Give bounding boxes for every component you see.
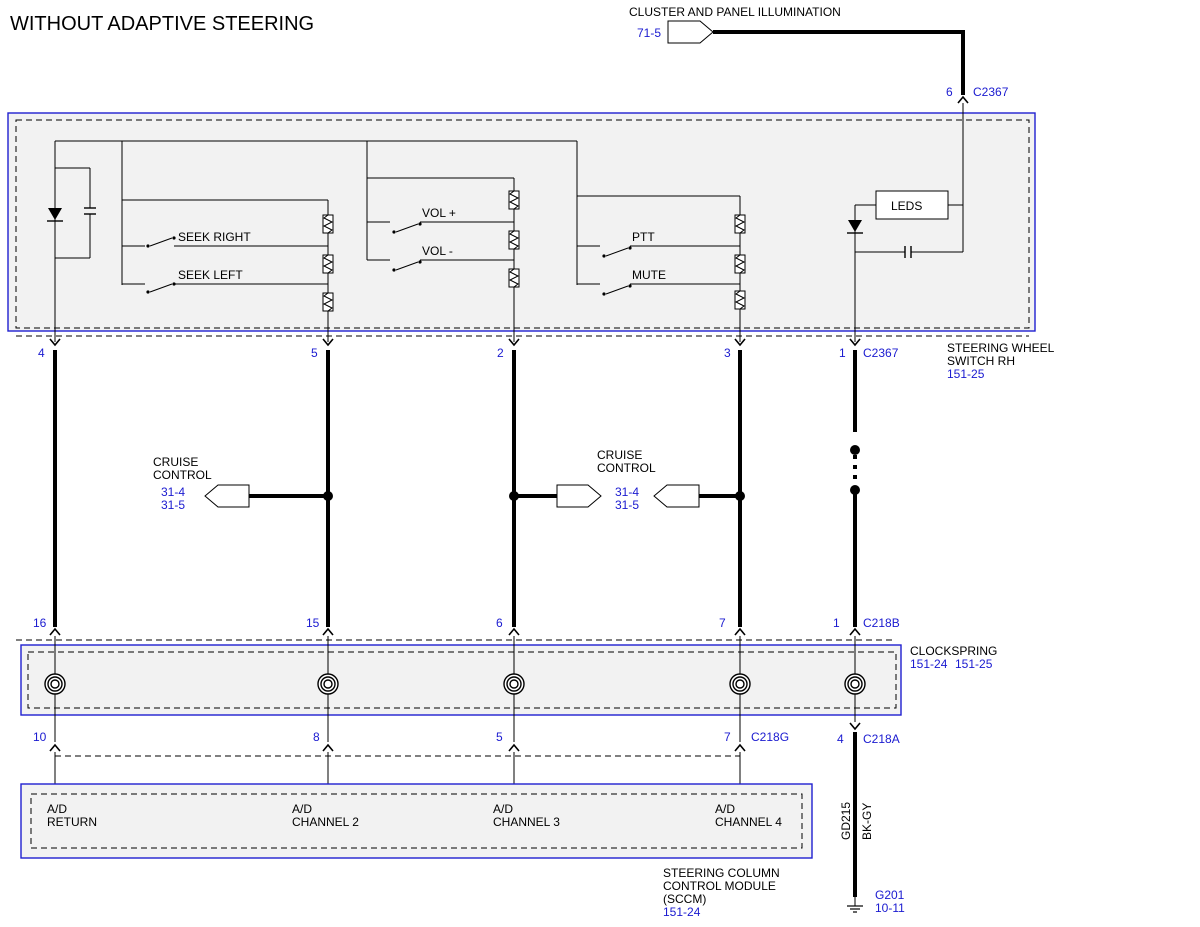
cruise-center-connector-shape xyxy=(556,484,602,508)
resistor-icon xyxy=(734,290,746,310)
resistor-icon xyxy=(322,292,334,312)
ground-wire-color: BK-GY xyxy=(860,803,874,840)
switch-connector-name: C2367 xyxy=(863,346,899,360)
illumination-label: CLUSTER AND PANEL ILLUMINATION xyxy=(629,5,841,19)
ground-icon xyxy=(847,897,863,913)
clockspring-pin-1: 1 xyxy=(833,616,840,630)
clockspring-bottom-pin-5: 5 xyxy=(496,730,503,744)
top-connector-pin: 6 xyxy=(946,85,953,99)
resistor-icon xyxy=(734,254,746,274)
clockspring-connector-a: C218A xyxy=(863,732,900,746)
cruise-right-line1: CRUISE xyxy=(597,448,642,462)
clockspring-coil-icon xyxy=(844,673,866,695)
sccm-box xyxy=(20,783,813,859)
switch-module-ref: 151-25 xyxy=(947,367,985,381)
switch-module-name-1: STEERING WHEEL xyxy=(947,341,1055,355)
resistor-icon xyxy=(508,268,520,288)
cruise-right-line2: CONTROL xyxy=(597,461,656,475)
clockspring-connector-g: C218G xyxy=(751,730,789,744)
sccm-input-3-line2: CHANNEL 3 xyxy=(493,815,560,829)
sccm-name-1: STEERING COLUMN xyxy=(663,866,780,880)
diagram-title: WITHOUT ADAPTIVE STEERING xyxy=(10,13,314,35)
sccm-ref: 151-24 xyxy=(663,905,701,919)
vol-down-label: VOL - xyxy=(422,244,453,258)
clockspring-top-connector: C218B xyxy=(863,616,900,630)
diode-icon xyxy=(48,208,62,220)
sccm-input-1-line2: RETURN xyxy=(47,815,97,829)
clockspring-coil-icon xyxy=(44,673,66,695)
top-connector-name: C2367 xyxy=(973,85,1009,99)
sccm-name-3: (SCCM) xyxy=(663,892,706,906)
cruise-left-ref1: 31-4 xyxy=(161,485,185,499)
sccm-input-4-line2: CHANNEL 4 xyxy=(715,815,782,829)
clockspring-name: CLOCKSPRING xyxy=(910,644,997,658)
clockspring-pin-15: 15 xyxy=(306,616,320,630)
sccm-input-2-line2: CHANNEL 2 xyxy=(292,815,359,829)
resistor-icon xyxy=(322,254,334,274)
clockspring-ref2: 151-25 xyxy=(955,657,993,671)
ground-name: G201 xyxy=(875,888,905,902)
top-connector-symbol xyxy=(957,96,969,104)
resistor-icon xyxy=(322,214,334,234)
seek-left-label: SEEK LEFT xyxy=(178,268,243,282)
clockspring-coil-icon xyxy=(317,673,339,695)
sccm-input-3-line1: A/D xyxy=(493,802,513,816)
switch-pin-4: 4 xyxy=(38,346,45,360)
ground-wire-circuit: GD215 xyxy=(839,802,853,840)
sccm-input-2-line1: A/D xyxy=(292,802,312,816)
clockspring-bottom-pin-8: 8 xyxy=(313,730,320,744)
clockspring-coil-icon xyxy=(729,673,751,695)
illumination-ref: 71-5 xyxy=(637,26,661,40)
clockspring-bottom-pin-7: 7 xyxy=(724,730,731,744)
clockspring-box xyxy=(20,644,902,716)
clockspring-ref1: 151-24 xyxy=(910,657,948,671)
clockspring-pin-7: 7 xyxy=(719,616,726,630)
sccm-name-2: CONTROL MODULE xyxy=(663,879,776,893)
leds-box xyxy=(875,190,949,220)
illumination-wire xyxy=(713,30,965,95)
ground-ref: 10-11 xyxy=(875,901,905,915)
cruise-right-ref2: 31-5 xyxy=(615,498,639,512)
illumination-connector-shape xyxy=(667,20,714,44)
switch-pin-3: 3 xyxy=(724,346,731,360)
resistor-icon xyxy=(508,230,520,250)
cruise-left-line2: CONTROL xyxy=(153,468,212,482)
switch-module-name-2: SWITCH RH xyxy=(947,354,1015,368)
resistor-icon xyxy=(734,214,746,234)
ptt-label: PTT xyxy=(632,230,655,244)
mute-label: MUTE xyxy=(632,268,666,282)
cruise-right-connector-shape xyxy=(653,484,700,508)
switch-pin-1: 1 xyxy=(839,346,846,360)
sccm-input-4-line1: A/D xyxy=(715,802,735,816)
cruise-left-line1: CRUISE xyxy=(153,455,198,469)
leds-label: LEDS xyxy=(891,199,922,213)
resistor-icon xyxy=(508,190,520,210)
cruise-right-ref1: 31-4 xyxy=(615,485,639,499)
cruise-left-connector-shape xyxy=(204,484,250,508)
steering-wheel-switch-module xyxy=(7,112,1036,332)
vol-up-label: VOL + xyxy=(422,206,456,220)
clockspring-coil-icon xyxy=(503,673,525,695)
switch-pin-5: 5 xyxy=(311,346,318,360)
led-diode-icon xyxy=(848,220,862,232)
switch-pin-2: 2 xyxy=(497,346,504,360)
clockspring-pin-a: 4 xyxy=(837,732,844,746)
clockspring-pin-16: 16 xyxy=(33,616,47,630)
sccm-input-1-line1: A/D xyxy=(47,802,67,816)
clockspring-pin-6: 6 xyxy=(496,616,503,630)
seek-right-label: SEEK RIGHT xyxy=(178,230,251,244)
clockspring-bottom-pin-10: 10 xyxy=(33,730,47,744)
cruise-left-ref2: 31-5 xyxy=(161,498,185,512)
